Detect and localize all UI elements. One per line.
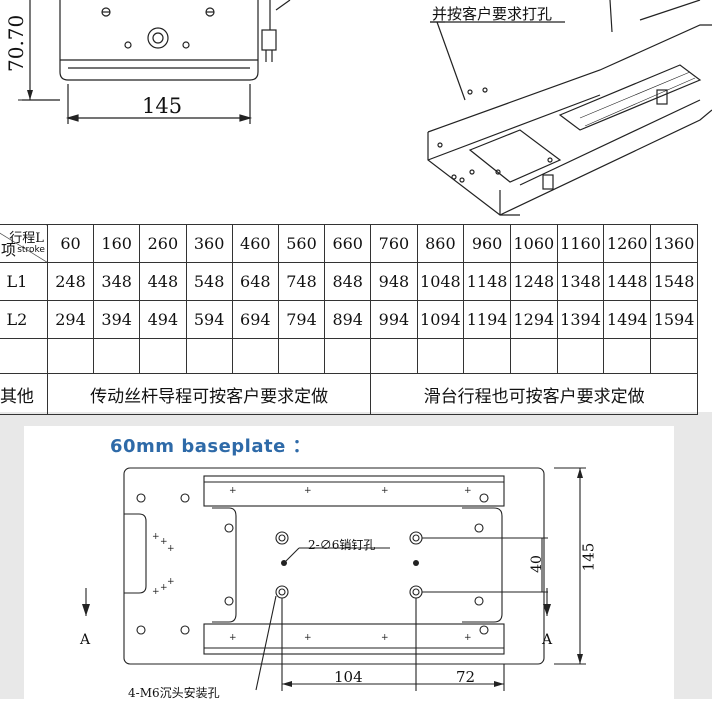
dim-height-label: 70.70 — [4, 14, 28, 72]
svg-text:+: + — [160, 537, 168, 547]
svg-text:+: + — [152, 532, 160, 542]
header-main: 行程L — [9, 231, 44, 246]
stroke-cell: 260 — [139, 224, 187, 263]
table-cell: 394 — [93, 300, 141, 339]
table-cell: 994 — [370, 300, 418, 339]
spec-table: 项 行程L stroke 60 160 260 360 460 560 660 … — [0, 224, 698, 415]
row-label: L2 — [0, 300, 48, 339]
section-a-right: A — [542, 632, 553, 648]
dim-145-label: 145 — [579, 542, 598, 572]
pin-hole-label: 2-∅6销钉孔 — [308, 538, 376, 552]
table-cell: 1148 — [463, 262, 511, 301]
dim-104-label: 104 — [334, 668, 363, 686]
note-line-text: 并按客户要求打孔 — [432, 5, 553, 23]
stroke-cell: 460 — [231, 224, 279, 263]
blank-row — [0, 338, 698, 374]
stroke-cell: 860 — [416, 224, 465, 263]
table-cell: 648 — [231, 262, 279, 301]
table-cell: 1248 — [509, 262, 558, 301]
dim-72-label: 72 — [456, 668, 476, 686]
table-cell: 848 — [324, 262, 372, 301]
table-cell: 894 — [324, 300, 372, 339]
svg-text:+: + — [167, 544, 175, 554]
stroke-cell: 1360 — [650, 224, 698, 263]
header-row-label: 项 — [1, 241, 17, 259]
table-cell: 948 — [370, 262, 418, 301]
stroke-header-row: 项 行程L stroke 60 160 260 360 460 560 660 … — [0, 224, 698, 263]
table-cell: 1348 — [556, 262, 605, 301]
table-cell: 1294 — [509, 300, 558, 339]
stroke-cell: 760 — [370, 224, 418, 263]
svg-text:+: + — [229, 486, 237, 496]
table-cell: 748 — [277, 262, 326, 301]
svg-text:+: + — [229, 633, 237, 643]
svg-text:+: + — [304, 633, 312, 643]
table-cell: 1394 — [556, 300, 605, 339]
other-row: 其他 传动丝杆导程可按客户要求定做 滑台行程也可按客户要求定做 — [0, 373, 698, 415]
top-drawings — [18, 0, 712, 216]
table-row: L2 294 394 494 594 694 794 894 994 1094 … — [0, 300, 698, 339]
other-text-1: 传动丝杆导程可按客户要求定做 — [46, 373, 372, 415]
other-label: 其他 — [0, 373, 48, 415]
dim-width-label: 145 — [142, 94, 183, 118]
baseplate-panel: 60mm baseplate ： — [24, 426, 674, 700]
svg-text:+: + — [304, 486, 312, 496]
table-cell: 594 — [185, 300, 233, 339]
table-cell: 1048 — [416, 262, 465, 301]
svg-text:+: + — [381, 633, 389, 643]
table-cell: 348 — [93, 262, 141, 301]
header-cell: 项 行程L stroke — [0, 224, 48, 263]
svg-text:+: + — [464, 486, 472, 496]
header-sub: stroke — [17, 245, 45, 255]
table-cell: 1448 — [603, 262, 652, 301]
svg-text:+: + — [464, 633, 472, 643]
stroke-cell: 360 — [185, 224, 233, 263]
stroke-cell: 560 — [277, 224, 326, 263]
baseplate-drawing: ++++ ++++ +++ +++ — [82, 467, 586, 691]
row-label: L1 — [0, 262, 48, 301]
mount-hole-label: 4-M6沉头安装孔 — [128, 686, 220, 700]
stroke-cell: 1160 — [556, 224, 605, 263]
table-row: L1 248 348 448 548 648 748 848 948 1048 … — [0, 262, 698, 301]
stroke-cell: 1060 — [509, 224, 558, 263]
table-cell: 694 — [231, 300, 279, 339]
table-cell: 1548 — [650, 262, 698, 301]
table-cell: 1594 — [650, 300, 698, 339]
svg-text:+: + — [160, 583, 168, 593]
other-text-2: 滑台行程也可按客户要求定做 — [370, 373, 698, 415]
table-cell: 448 — [139, 262, 187, 301]
baseplate-title: 60mm baseplate ： — [110, 436, 312, 457]
stroke-cell: 60 — [46, 224, 95, 263]
table-cell: 1194 — [463, 300, 511, 339]
stroke-cell: 1260 — [603, 224, 652, 263]
table-cell: 1094 — [416, 300, 465, 339]
section-a-left: A — [80, 632, 91, 648]
stroke-cell: 160 — [93, 224, 141, 263]
table-cell: 248 — [46, 262, 95, 301]
stroke-cell: 960 — [463, 224, 511, 263]
svg-text:+: + — [167, 577, 175, 587]
dim-40-label: 40 — [528, 555, 545, 573]
svg-text:+: + — [381, 486, 389, 496]
table-cell: 294 — [46, 300, 95, 339]
svg-text:+: + — [152, 587, 160, 597]
table-cell: 548 — [185, 262, 233, 301]
stroke-cell: 660 — [324, 224, 372, 263]
table-cell: 494 — [139, 300, 187, 339]
table-cell: 794 — [277, 300, 326, 339]
table-cell: 1494 — [603, 300, 652, 339]
